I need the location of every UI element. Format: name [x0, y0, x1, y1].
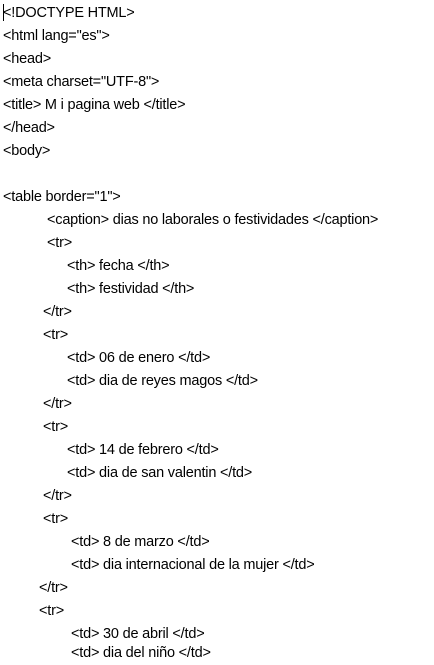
- code-line: </tr>: [39, 580, 68, 596]
- code-line: <tr>: [43, 327, 68, 343]
- code-line: <td> dia del niño </td>: [71, 645, 211, 661]
- code-line: </tr>: [43, 396, 72, 412]
- code-line: </tr>: [43, 304, 72, 320]
- code-line: <th> fecha </th>: [67, 258, 170, 274]
- code-line: <tr>: [43, 419, 68, 435]
- text-cursor: [3, 4, 4, 21]
- code-line: <tr>: [47, 235, 72, 251]
- code-line: </head>: [3, 120, 55, 136]
- code-line: <td> 30 de abril </td>: [71, 626, 205, 642]
- code-line: <caption> dias no laborales o festividad…: [47, 212, 379, 228]
- code-line: <!DOCTYPE HTML>: [3, 5, 135, 21]
- code-line: <td> dia de reyes magos </td>: [67, 373, 258, 389]
- code-line: <tr>: [43, 511, 68, 527]
- code-line: <meta charset="UTF-8">: [3, 74, 160, 90]
- code-line: <td> 14 de febrero </td>: [67, 442, 219, 458]
- code-line: <th> festividad </th>: [67, 281, 195, 297]
- code-line: <title> M i pagina web </title>: [3, 97, 186, 113]
- code-line: <td> dia de san valentin </td>: [67, 465, 253, 481]
- code-line: <td> 8 de marzo </td>: [71, 534, 210, 550]
- code-line: </tr>: [43, 488, 72, 504]
- code-line: <tr>: [39, 603, 64, 619]
- code-line: <table border="1">: [3, 189, 121, 205]
- code-line: <td> 06 de enero </td>: [67, 350, 211, 366]
- code-line: <html lang="es">: [3, 28, 110, 44]
- code-line: <td> dia internacional de la mujer </td>: [71, 557, 315, 573]
- code-line: <head>: [3, 51, 51, 67]
- code-line: <body>: [3, 143, 51, 159]
